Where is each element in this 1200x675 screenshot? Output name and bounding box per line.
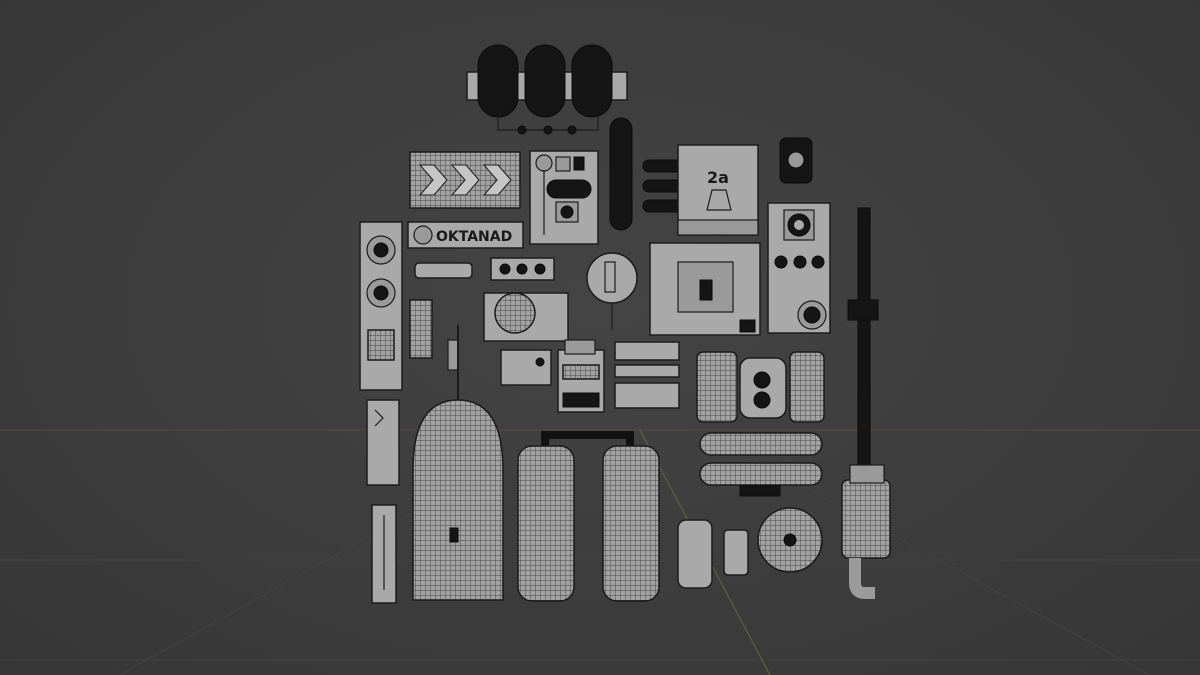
tall-side-panel[interactable]: [359, 221, 403, 391]
floor-grid: [0, 429, 1200, 675]
logo-panel[interactable]: OKTANAD: [407, 221, 524, 249]
control-panel[interactable]: [529, 150, 599, 245]
capsule-tank[interactable]: [412, 325, 504, 601]
chevron-grille-panel[interactable]: [409, 151, 521, 209]
double-roller[interactable]: [699, 432, 823, 497]
spool-assembly[interactable]: [696, 351, 825, 423]
small-parts[interactable]: [409, 257, 555, 386]
panel-logo-decal: OKTANAD: [436, 229, 512, 245]
bottom-parts[interactable]: [677, 507, 823, 589]
round-plate[interactable]: [586, 252, 638, 330]
small-cabinet[interactable]: [557, 339, 605, 413]
side-plates[interactable]: [366, 399, 400, 604]
small-gadget[interactable]: [779, 137, 813, 184]
twin-filter-tanks[interactable]: [517, 431, 660, 602]
hose-connectors[interactable]: [642, 159, 684, 213]
rubber-grip[interactable]: [609, 117, 633, 231]
stacked-slabs[interactable]: [614, 341, 680, 409]
box-label-decal: 2a: [707, 168, 729, 187]
large-machine-panel[interactable]: [649, 242, 761, 336]
labeled-box-2a[interactable]: 2a: [677, 144, 759, 236]
vent-engine-block[interactable]: [483, 292, 569, 342]
triple-pressure-tanks[interactable]: [466, 44, 628, 135]
long-barrel[interactable]: [841, 207, 891, 599]
fan-panel[interactable]: [767, 202, 831, 334]
